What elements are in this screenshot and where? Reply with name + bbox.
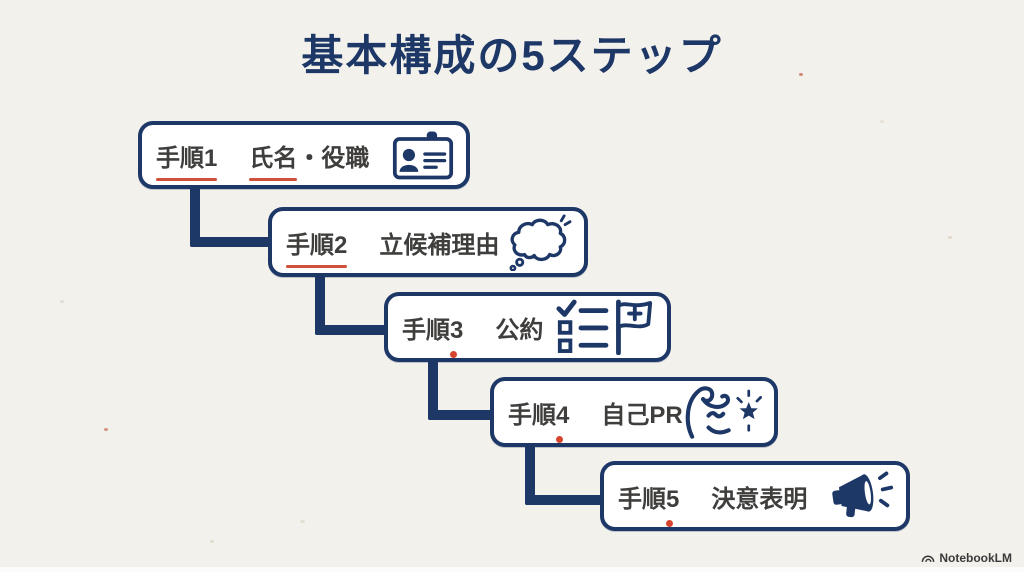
step-topic-part: 公約 — [495, 316, 544, 344]
megaphone-icon — [830, 469, 894, 523]
flexed-biceps-icon — [685, 386, 731, 439]
bottom-edge-strip — [0, 567, 1024, 572]
step-label: 手順1 — [156, 138, 218, 181]
emphasis-dot — [450, 350, 458, 358]
step-topic-part: 決意表明 — [711, 485, 808, 513]
thought-bubble-icon — [508, 213, 572, 271]
step-topic-part: 氏名 — [249, 138, 298, 181]
muscle-star-icon — [683, 383, 767, 441]
step-label: 手順4 — [508, 395, 570, 443]
star-icon — [736, 389, 762, 432]
step-topic: 決意表明 — [711, 479, 807, 514]
connector-step4-step5 — [525, 443, 603, 505]
step-label: 手順5 — [618, 479, 680, 527]
step-topic: 公約 — [495, 310, 543, 345]
step-box-3: 手順3 公約 — [384, 292, 671, 362]
paper-speck — [300, 520, 305, 523]
checklist-flag-icon — [555, 299, 655, 355]
step-box-5: 手順5 決意表明 — [600, 461, 910, 531]
step-topic: 自己PR — [601, 395, 682, 430]
step-label: 手順3 — [402, 310, 464, 358]
step-topic-part: ・役職 — [297, 144, 370, 172]
step-box-1: 手順1 氏名 ・役職 — [138, 121, 470, 189]
paper-speck — [880, 120, 884, 123]
paper-speck — [104, 428, 108, 431]
id-card-icon — [392, 129, 454, 181]
step-label-text: 手順5 — [618, 485, 680, 513]
step-box-2: 手順2 立候補理由 — [268, 207, 588, 277]
emphasis-dot — [666, 519, 674, 527]
checklist-icon — [556, 299, 609, 353]
notebooklm-watermark: NotebookLM — [921, 551, 1012, 565]
connector-step3-step4 — [428, 358, 494, 420]
flag-icon — [616, 299, 653, 355]
paper-speck — [60, 300, 64, 303]
step-topic-part: 立候補理由 — [379, 231, 500, 259]
step-label-text: 手順4 — [508, 401, 570, 429]
step-label: 手順2 — [286, 225, 348, 268]
step-topic-part: 自己PR — [601, 401, 683, 429]
step-box-4: 手順4 自己PR — [490, 377, 778, 447]
notebooklm-logo-icon — [921, 553, 935, 563]
emphasis-dot — [556, 435, 564, 443]
watermark-label: NotebookLM — [939, 551, 1012, 565]
page-title: 基本構成の5ステップ — [301, 32, 723, 79]
connector-step2-step3 — [315, 273, 387, 335]
paper-speck — [210, 540, 214, 543]
step-label-text: 手順3 — [402, 316, 464, 344]
connector-step1-step2 — [190, 185, 270, 247]
paper-speck — [948, 236, 952, 239]
step-topic: 立候補理由 — [379, 225, 499, 260]
step-topic: 氏名 ・役職 — [249, 138, 370, 181]
